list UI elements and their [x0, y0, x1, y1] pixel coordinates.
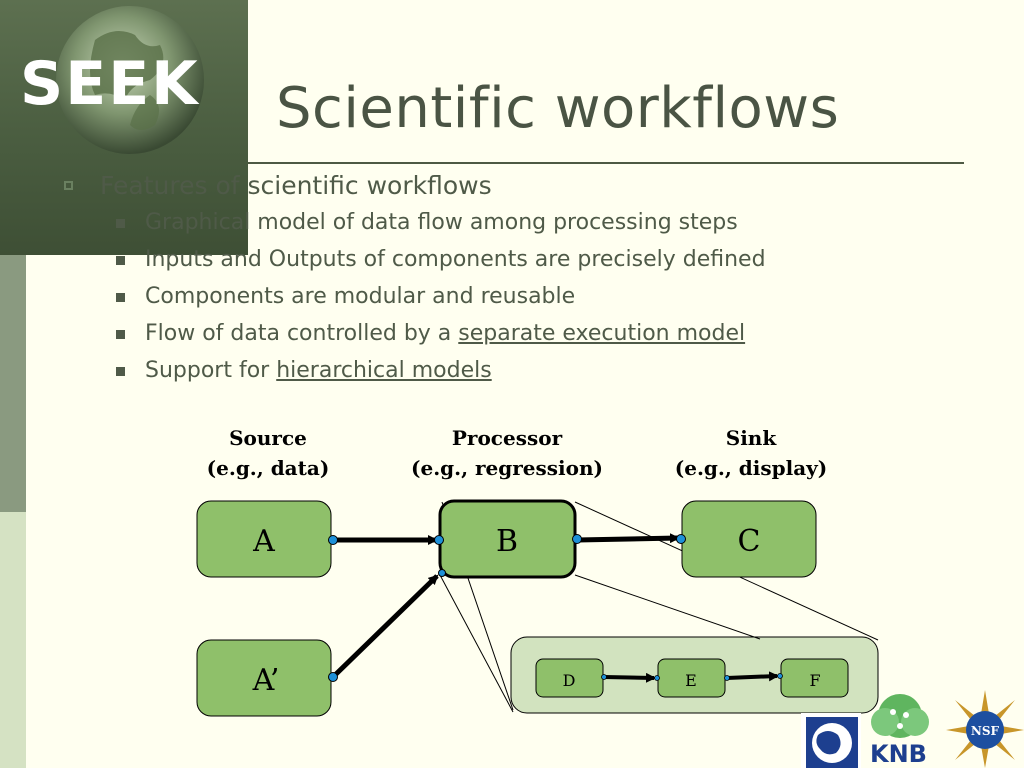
- left-accent-band: [0, 255, 26, 512]
- zoom-line: [439, 574, 514, 713]
- output-port[interactable]: [328, 672, 338, 682]
- seek-logo-text: SEEK: [20, 49, 200, 119]
- node-f-label: F: [809, 671, 820, 690]
- sub-bullet-2: Inputs and Outputs of components are pre…: [145, 247, 766, 272]
- hollow-square-bullet-icon: [64, 181, 73, 190]
- sink-subheader: (e.g., display): [675, 456, 828, 480]
- square-bullet-icon: [116, 256, 125, 265]
- main-bullet: Features of scientific workflows: [100, 171, 492, 200]
- sub-bullet-3-text: Components are modular and reusable: [145, 284, 576, 309]
- node-a-prime-label: A’: [252, 663, 280, 698]
- sub-bullet-5-text: Support for: [145, 358, 277, 383]
- input-port[interactable]: [654, 675, 660, 681]
- edge-d-to-e: [603, 672, 656, 683]
- page-title: Scientific workflows: [276, 76, 840, 141]
- output-port[interactable]: [328, 535, 338, 545]
- knb-logo: KNB: [870, 694, 929, 768]
- hierarchical-models-link[interactable]: hierarchical models: [276, 358, 492, 383]
- nsf-logo: NSF: [946, 690, 1024, 768]
- edge-b-to-c: [576, 533, 680, 544]
- left-accent-band-light: [0, 512, 26, 768]
- edge-e-to-f: [726, 671, 779, 682]
- sub-bullet-5: Support for hierarchical models: [145, 358, 492, 383]
- processor-subheader: (e.g., regression): [411, 456, 603, 480]
- nsf-logo-text: NSF: [971, 724, 1000, 738]
- square-bullet-icon: [116, 293, 125, 302]
- separate-execution-model-link[interactable]: separate execution model: [458, 321, 746, 346]
- node-d-label: D: [563, 671, 576, 690]
- output-port[interactable]: [572, 534, 582, 544]
- nceas-logo-icon: [801, 713, 861, 768]
- output-port[interactable]: [601, 674, 607, 680]
- sub-bullet-1-text: Graphical model of data flow among proce…: [145, 210, 738, 235]
- seek-logo: SEEK: [0, 0, 248, 255]
- square-bullet-icon: [116, 219, 125, 228]
- processor-header: Processor: [452, 426, 563, 450]
- square-bullet-icon: [116, 330, 125, 339]
- sub-bullet-3: Components are modular and reusable: [145, 284, 575, 309]
- node-e-label: E: [685, 671, 697, 690]
- source-subheader: (e.g., data): [207, 456, 330, 480]
- input-port[interactable]: [777, 673, 783, 679]
- output-port[interactable]: [724, 675, 730, 681]
- sub-bullet-2-text: Inputs and Outputs of components are pre…: [145, 247, 766, 272]
- node-a-label: A: [252, 524, 275, 559]
- node-c-label: C: [738, 524, 761, 559]
- node-b-label: B: [496, 524, 518, 559]
- sub-bullet-1: Graphical model of data flow among proce…: [145, 210, 738, 235]
- input-port[interactable]: [438, 569, 446, 577]
- input-port[interactable]: [676, 534, 686, 544]
- sink-header: Sink: [726, 426, 778, 450]
- edge-a-prime-to-b: [331, 574, 439, 679]
- knb-logo-text: KNB: [870, 740, 927, 768]
- zoom-line: [574, 574, 761, 640]
- sub-bullet-4: Flow of data controlled by a separate ex…: [145, 321, 745, 346]
- title-rule: [248, 162, 964, 164]
- square-bullet-icon: [116, 367, 125, 376]
- sub-bullet-4-text: Flow of data controlled by a: [145, 321, 459, 346]
- source-header: Source: [229, 426, 307, 450]
- input-port[interactable]: [434, 535, 444, 545]
